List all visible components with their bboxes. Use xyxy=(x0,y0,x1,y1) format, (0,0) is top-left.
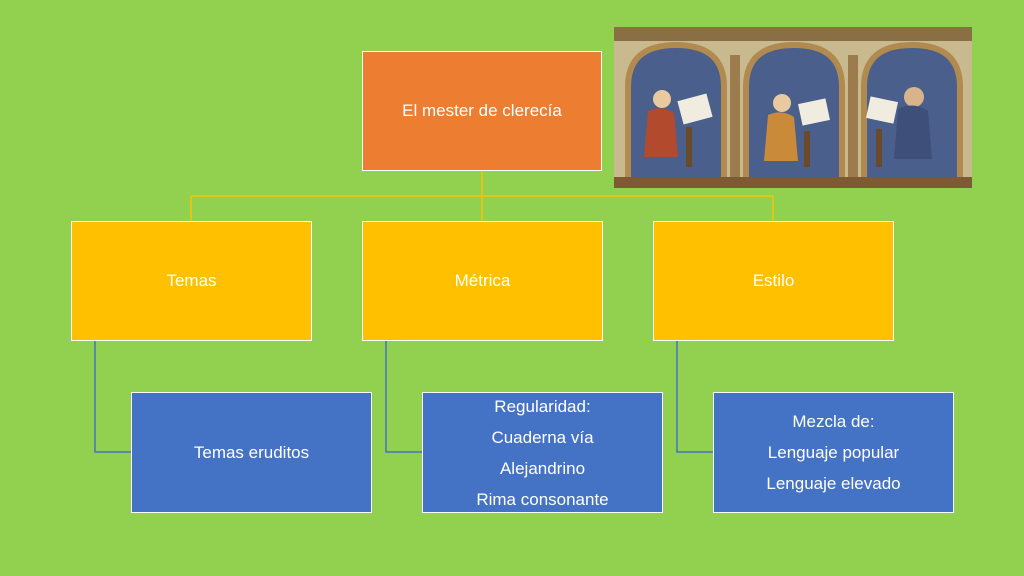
leaf-link-temas xyxy=(94,341,131,453)
leaf-link-metrica xyxy=(385,341,422,453)
category-temas: Temas xyxy=(71,221,312,341)
detail-line: Lenguaje elevado xyxy=(766,474,901,493)
category-label: Estilo xyxy=(752,271,795,290)
scribes-miniature-icon xyxy=(614,27,972,188)
detail-line: Temas eruditos xyxy=(193,443,310,462)
detail-line: Mezcla de: xyxy=(792,412,875,431)
medieval-scribes-illustration xyxy=(614,27,972,188)
root-label: El mester de clerecía xyxy=(402,101,562,120)
detail-line: Alejandrino xyxy=(499,458,586,478)
detail-line: Cuaderna vía xyxy=(491,427,594,447)
tree-connectors xyxy=(190,171,774,221)
leaf-connectors xyxy=(94,341,713,453)
detail-temas: Temas eruditos xyxy=(131,392,372,513)
detail-line: Regularidad: xyxy=(494,396,591,416)
detail-metrica: Regularidad: Cuaderna vía Alejandrino Ri… xyxy=(422,392,663,513)
category-label: Temas xyxy=(166,271,217,290)
detail-line: Rima consonante xyxy=(476,489,609,509)
category-estilo: Estilo xyxy=(653,221,894,341)
category-metrica: Métrica xyxy=(362,221,603,341)
category-label: Métrica xyxy=(454,271,511,290)
leaf-link-estilo xyxy=(676,341,713,453)
detail-estilo: Mezcla de: Lenguaje popular Lenguaje ele… xyxy=(713,392,954,513)
root-node: El mester de clerecía xyxy=(362,51,602,171)
detail-line: Lenguaje popular xyxy=(767,443,900,462)
